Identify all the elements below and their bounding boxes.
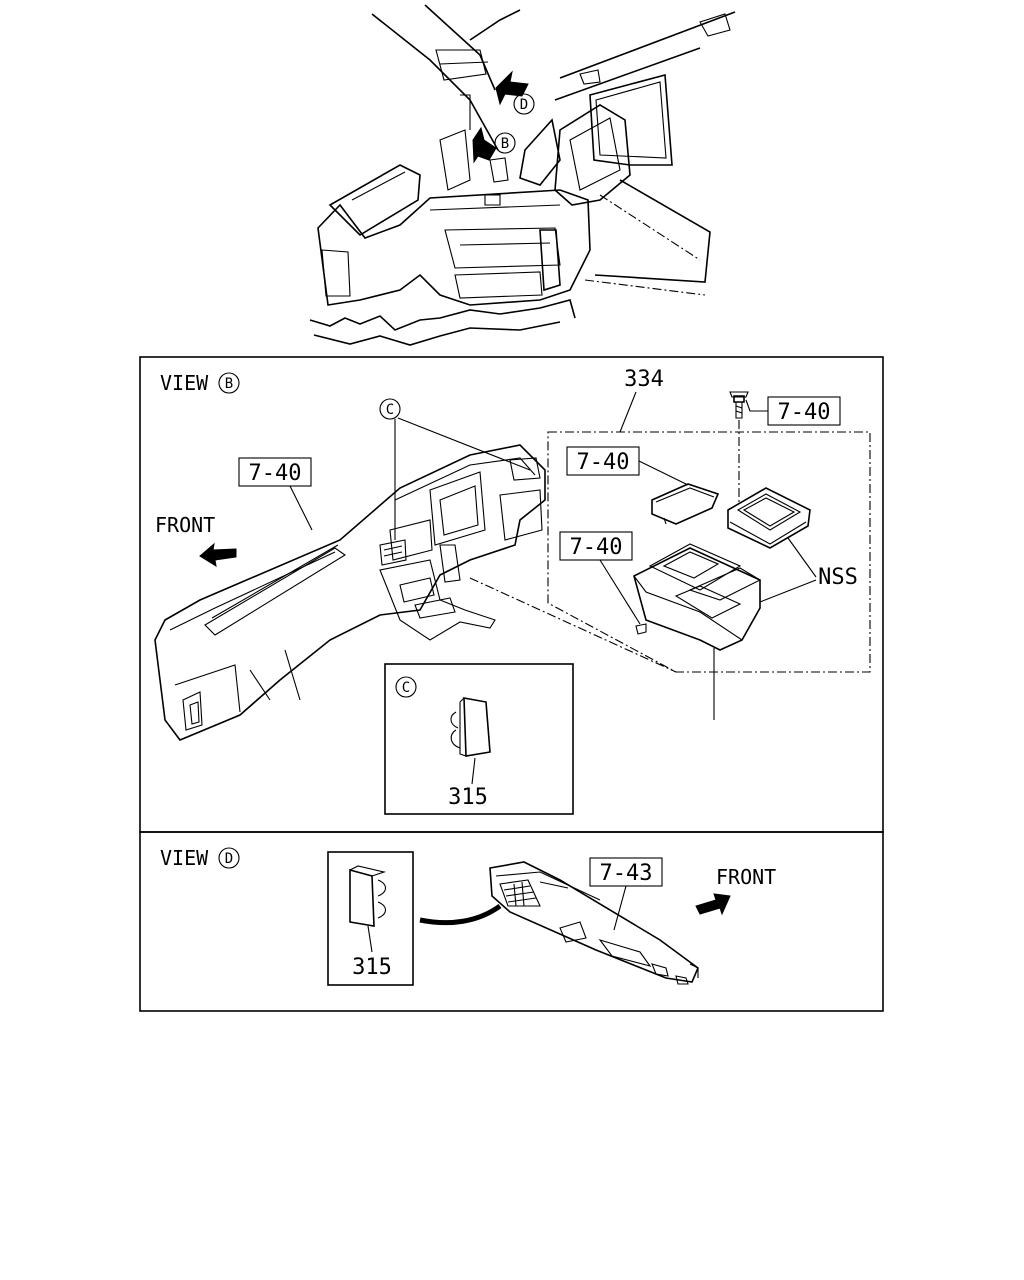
part-334-label: 334 <box>624 367 664 392</box>
ref-console-box <box>559 531 633 561</box>
ref-dash-box <box>238 457 312 487</box>
console-lid <box>651 483 720 525</box>
nss-label: NSS <box>818 565 858 590</box>
view-d-letter-circle <box>218 847 240 869</box>
inset-c-box <box>384 663 574 815</box>
ref-bolt: 7-40 <box>778 400 831 425</box>
view-d-arrow-icon <box>495 70 529 106</box>
part-315-b-label: 315 <box>448 785 488 810</box>
bolt <box>729 391 749 505</box>
overhead-console <box>489 861 699 985</box>
callout-c-box: C <box>402 680 410 696</box>
part-315-d-label: 315 <box>352 955 392 980</box>
callout-b: B <box>501 136 509 152</box>
cab-interior-overview: D B <box>309 4 736 346</box>
instrument-panel <box>154 444 546 741</box>
front-arrow-d-icon <box>695 893 731 916</box>
ref-view-d: 7-43 <box>600 861 653 886</box>
console-assembly-boundary <box>547 431 871 673</box>
front-arrow-b-icon <box>199 542 237 568</box>
callout-c-main: C <box>386 402 394 418</box>
view-b-arrow-icon <box>472 126 497 164</box>
callout-d-circle <box>513 93 535 115</box>
front-label-d: FRONT <box>716 865 776 889</box>
console-box <box>633 543 762 651</box>
callout-d: D <box>520 97 528 113</box>
callout-c-box-circle <box>395 676 417 698</box>
view-b-letter: B <box>225 376 233 392</box>
view-d-panel: VIEW D 315 <box>139 831 884 1012</box>
clip-315-b <box>450 697 491 757</box>
view-d-prefix: VIEW <box>160 846 209 870</box>
callout-c-main-circle <box>379 398 401 420</box>
view-b-panel: VIEW B FRONT <box>139 356 884 833</box>
inset-d-box <box>327 851 414 986</box>
view-d-letter: D <box>225 851 233 867</box>
view-b-frame <box>139 356 884 833</box>
view-b-prefix: VIEW <box>160 371 209 395</box>
clip-315-d <box>349 865 387 927</box>
shift-bezel <box>727 487 811 549</box>
view-d-frame <box>139 831 884 1012</box>
view-b-letter-circle <box>218 372 240 394</box>
ref-console: 7-40 <box>570 535 623 560</box>
ref-lid: 7-40 <box>577 450 630 475</box>
front-label-b: FRONT <box>155 513 215 537</box>
ref-dash: 7-40 <box>249 461 302 486</box>
callout-b-circle <box>494 132 516 154</box>
